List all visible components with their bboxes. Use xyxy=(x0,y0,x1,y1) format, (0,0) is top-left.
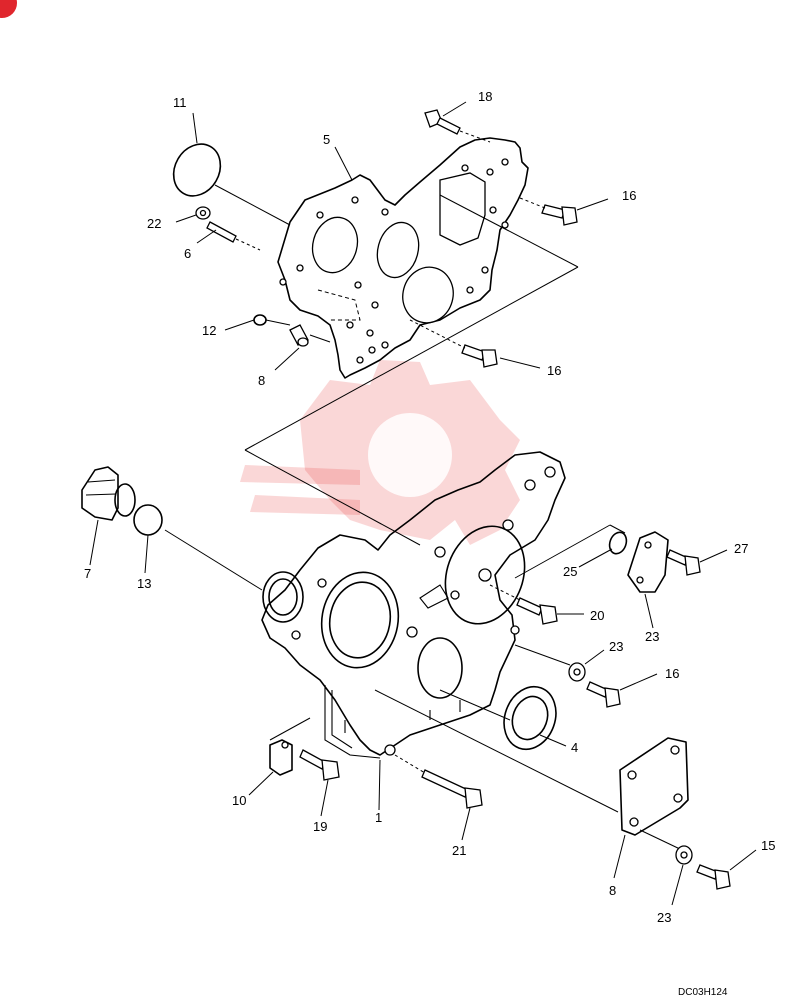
bolt-part-18 xyxy=(424,109,491,143)
callout-16-upper: 16 xyxy=(622,188,636,203)
callout-13: 12 xyxy=(202,323,216,338)
oil-seal-part-4 xyxy=(503,685,557,751)
callout-18: 18 xyxy=(478,89,492,104)
callout-10: 8 xyxy=(258,373,265,388)
callout-21: 21 xyxy=(452,843,466,858)
gasket-plate-part-5 xyxy=(277,137,529,379)
gasket-part-26 xyxy=(608,531,628,555)
o-ring-part-13 xyxy=(253,314,267,326)
callout-14: 13 xyxy=(137,576,151,591)
assembly-line xyxy=(244,266,579,451)
callout-16-lower: 16 xyxy=(665,666,679,681)
bolt-part-15 xyxy=(696,864,731,890)
callout-6: 6 xyxy=(184,246,191,261)
callout-7: 7 xyxy=(84,566,91,581)
callout-15: 15 xyxy=(761,838,775,853)
bolt-part-16-middle xyxy=(409,319,498,368)
callout-16-middle: 16 xyxy=(547,363,561,378)
callout-5: 5 xyxy=(323,132,330,147)
front-housing-part-1 xyxy=(261,451,566,759)
cover-plate-part-8 xyxy=(619,737,689,836)
callout-20: 20 xyxy=(590,608,604,623)
callout-8-label: 8 xyxy=(609,883,616,898)
leader-lines xyxy=(89,101,757,906)
callout-25: 23 xyxy=(645,629,659,644)
cover-plate-part-25 xyxy=(627,531,669,593)
callout-23-lower: 23 xyxy=(657,910,671,925)
callout-26: 25 xyxy=(563,564,577,579)
callout-19: 19 xyxy=(313,819,327,834)
clip-part-11 xyxy=(269,739,293,776)
assembly-line xyxy=(439,194,579,268)
o-ring-part-14 xyxy=(133,504,163,536)
callout-23-upper: 23 xyxy=(609,639,623,654)
bolt-part-20 xyxy=(489,584,558,625)
bolt-part-16-upper xyxy=(519,197,578,226)
assembly-line xyxy=(244,449,421,546)
callout-11: 10 xyxy=(232,793,246,808)
callout-4: 4 xyxy=(571,740,578,755)
nut-part-22 xyxy=(195,206,211,220)
o-ring-part-12 xyxy=(172,143,222,197)
watermark-logo xyxy=(240,360,520,545)
callout-labels: 11 5 18 16 22 6 12 8 16 7 13 25 27 23 20… xyxy=(84,89,775,925)
callout-12: 11 xyxy=(173,95,187,110)
corner-badge xyxy=(0,0,17,18)
callout-22: 22 xyxy=(147,216,161,231)
plug-part-7 xyxy=(81,466,136,521)
stud-part-6 xyxy=(206,221,261,251)
dowel-part-10 xyxy=(289,324,309,347)
drawing-code: DC03H124 xyxy=(678,987,728,998)
callout-27: 27 xyxy=(734,541,748,556)
bolt-part-19 xyxy=(299,749,340,781)
callout-1: 1 xyxy=(375,810,382,825)
bolt-part-27 xyxy=(666,549,701,576)
bolt-part-21 xyxy=(394,754,483,809)
bolt-part-16-lower xyxy=(586,681,621,708)
